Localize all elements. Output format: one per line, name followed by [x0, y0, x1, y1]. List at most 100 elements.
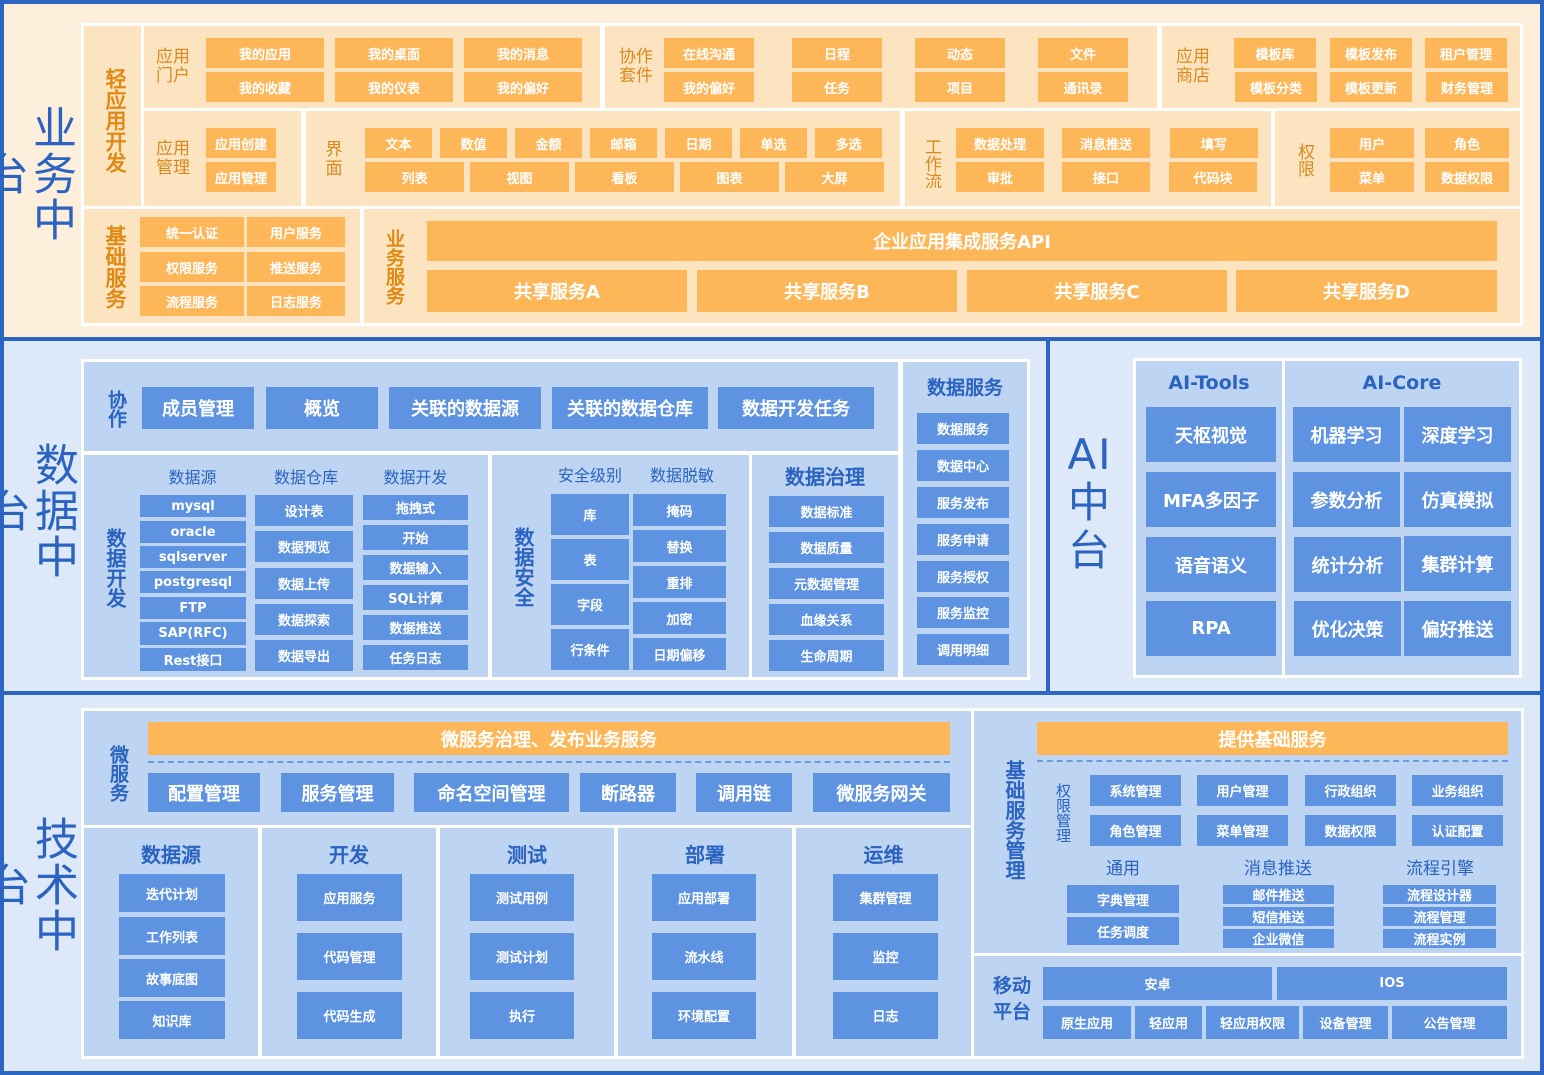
ai-tools-item[interactable]: 天枢视觉	[1146, 407, 1276, 462]
store-item[interactable]: 模板更新	[1330, 72, 1412, 102]
mobile-os[interactable]: 安卓	[1043, 967, 1272, 1000]
shared-service[interactable]: 共享服务B	[697, 270, 957, 312]
tech-col-item[interactable]: 监控	[833, 933, 938, 980]
portal-item[interactable]: 我的偏好	[464, 72, 582, 102]
perm-mgmt-item[interactable]: 数据权限	[1305, 815, 1396, 846]
workflow-item[interactable]: 接口	[1062, 162, 1150, 192]
shared-service[interactable]: 共享服务C	[967, 270, 1227, 312]
workflow-item[interactable]: 代码块	[1169, 162, 1257, 192]
source-item[interactable]: mysql	[140, 495, 246, 517]
base-item[interactable]: 用户服务	[247, 217, 345, 247]
ai-core-item[interactable]: 集群计算	[1404, 536, 1511, 591]
tech-col-item[interactable]: 工作列表	[119, 917, 225, 955]
governance-item[interactable]: 血缘关系	[769, 604, 884, 635]
develop-item[interactable]: 拖拽式	[363, 495, 468, 520]
microservice-item[interactable]: 服务管理	[281, 773, 394, 812]
develop-item[interactable]: SQL计算	[363, 585, 468, 610]
microservice-item[interactable]: 命名空间管理	[414, 773, 569, 812]
mask-item[interactable]: 加密	[633, 602, 726, 634]
msg-push-item[interactable]: 邮件推送	[1223, 885, 1334, 904]
base-item[interactable]: 日志服务	[247, 286, 345, 316]
ui-item[interactable]: 单选	[740, 128, 807, 158]
ai-core-item[interactable]: 参数分析	[1293, 472, 1400, 527]
governance-item[interactable]: 生命周期	[769, 640, 884, 671]
portal-item[interactable]: 我的消息	[464, 38, 582, 68]
perm-item[interactable]: 菜单	[1330, 162, 1414, 192]
mobile-item[interactable]: 轻应用权限	[1206, 1006, 1299, 1039]
source-item[interactable]: oracle	[140, 521, 246, 543]
workflow-item[interactable]: 数据处理	[956, 128, 1044, 158]
data-collab-item[interactable]: 成员管理	[142, 387, 254, 429]
tech-col-item[interactable]: 测试用例	[470, 874, 574, 921]
ai-tools-item[interactable]: 语音语义	[1146, 537, 1276, 592]
store-item[interactable]: 模板发布	[1330, 38, 1412, 68]
store-item[interactable]: 模板分类	[1235, 72, 1317, 102]
perm-item[interactable]: 角色	[1425, 128, 1509, 158]
workflow-item[interactable]: 填写	[1170, 128, 1258, 158]
tech-col-item[interactable]: 环境配置	[652, 992, 756, 1039]
warehouse-item[interactable]: 数据预览	[255, 531, 353, 562]
store-item[interactable]: 租户管理	[1425, 38, 1507, 68]
security-level-item[interactable]: 表	[551, 539, 629, 580]
mask-item[interactable]: 掩码	[633, 494, 726, 526]
mobile-os[interactable]: IOS	[1277, 967, 1507, 1000]
common-item[interactable]: 字典管理	[1067, 885, 1179, 913]
develop-item[interactable]: 任务日志	[363, 645, 468, 670]
ai-core-item[interactable]: 深度学习	[1404, 407, 1511, 462]
microservice-banner[interactable]: 微服务治理、发布业务服务	[148, 722, 950, 755]
ui-item[interactable]: 多选	[815, 128, 882, 158]
mobile-item[interactable]: 设备管理	[1303, 1006, 1388, 1039]
tech-col-item[interactable]: 应用部署	[652, 874, 756, 921]
ai-tools-item[interactable]: RPA	[1146, 601, 1276, 656]
mobile-item[interactable]: 轻应用	[1135, 1006, 1202, 1039]
perm-mgmt-item[interactable]: 菜单管理	[1197, 815, 1288, 846]
develop-item[interactable]: 开始	[363, 525, 468, 550]
source-item[interactable]: Rest接口	[140, 648, 246, 671]
source-item[interactable]: SAP(RFC)	[140, 622, 246, 645]
base-item[interactable]: 统一认证	[140, 217, 244, 247]
tech-col-item[interactable]: 代码生成	[297, 992, 402, 1039]
perm-mgmt-item[interactable]: 系统管理	[1090, 775, 1181, 806]
mask-item[interactable]: 日期偏移	[633, 638, 726, 670]
perm-mgmt-item[interactable]: 用户管理	[1197, 775, 1288, 806]
governance-item[interactable]: 数据标准	[769, 496, 884, 527]
data-collab-item[interactable]: 关联的数据仓库	[552, 387, 708, 429]
perm-mgmt-item[interactable]: 业务组织	[1412, 775, 1503, 806]
ai-core-item[interactable]: 偏好推送	[1404, 601, 1511, 656]
portal-item[interactable]: 我的仪表	[335, 72, 453, 102]
collab-item[interactable]: 通讯录	[1038, 72, 1128, 102]
ui-item[interactable]: 视图	[470, 162, 569, 192]
perm-item[interactable]: 用户	[1330, 128, 1414, 158]
manage-item[interactable]: 应用创建	[206, 128, 276, 158]
tech-col-item[interactable]: 日志	[833, 992, 938, 1039]
workflow-item[interactable]: 消息推送	[1062, 128, 1150, 158]
ai-core-item[interactable]: 仿真模拟	[1404, 472, 1511, 527]
data-service-item[interactable]: 服务授权	[917, 561, 1009, 592]
ui-item[interactable]: 邮箱	[590, 128, 657, 158]
data-service-item[interactable]: 服务发布	[917, 487, 1009, 518]
collab-item[interactable]: 文件	[1038, 38, 1128, 68]
tech-col-item[interactable]: 测试计划	[470, 933, 574, 980]
develop-item[interactable]: 数据推送	[363, 615, 468, 640]
portal-item[interactable]: 我的应用	[206, 38, 324, 68]
ai-core-item[interactable]: 优化决策	[1294, 601, 1401, 656]
microservice-item[interactable]: 微服务网关	[813, 773, 950, 812]
collab-item[interactable]: 任务	[792, 72, 882, 102]
tech-col-item[interactable]: 代码管理	[297, 933, 402, 980]
perm-mgmt-item[interactable]: 认证配置	[1412, 815, 1503, 846]
security-level-item[interactable]: 行条件	[551, 629, 629, 670]
ui-item[interactable]: 大屏	[785, 162, 884, 192]
ui-item[interactable]: 图表	[680, 162, 779, 192]
shared-service[interactable]: 共享服务A	[427, 270, 687, 312]
ui-item[interactable]: 看板	[575, 162, 674, 192]
msg-push-item[interactable]: 短信推送	[1223, 907, 1334, 926]
ai-tools-item[interactable]: MFA多因子	[1146, 472, 1276, 527]
base-item[interactable]: 流程服务	[140, 286, 244, 316]
tech-col-item[interactable]: 应用服务	[297, 874, 402, 921]
collab-item[interactable]: 我的偏好	[664, 72, 754, 102]
flow-engine-item[interactable]: 流程管理	[1383, 907, 1496, 926]
ai-core-item[interactable]: 机器学习	[1293, 407, 1400, 462]
data-collab-item[interactable]: 概览	[266, 387, 378, 429]
warehouse-item[interactable]: 数据探索	[255, 604, 353, 635]
portal-item[interactable]: 我的桌面	[335, 38, 453, 68]
